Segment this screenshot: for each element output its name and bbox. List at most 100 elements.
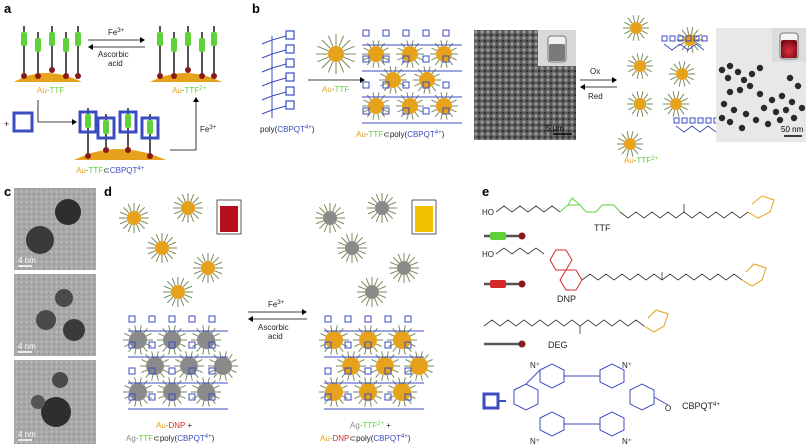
- network-au-particle: [413, 66, 441, 94]
- tem-particle: [720, 100, 728, 108]
- network-ring: [382, 81, 390, 89]
- d-right-line1: Ag·TTF2+ +: [350, 421, 391, 430]
- network-ring: [362, 29, 370, 37]
- free-au-dnp-particles: [119, 193, 223, 307]
- tem-image: 50 nm: [716, 28, 806, 142]
- hrtem-image-1: 4 nm: [14, 188, 96, 270]
- network-ring: [188, 367, 196, 375]
- n-plus-2: N⁺: [622, 361, 632, 370]
- arrow-ox-red: [580, 77, 617, 90]
- tem-particle: [742, 110, 750, 118]
- ag-ttf-particle: [357, 277, 387, 307]
- ttf-strand: [63, 32, 69, 79]
- arrow-assembly: [308, 77, 365, 83]
- red-label: Red: [588, 92, 603, 101]
- network-ring: [168, 341, 176, 349]
- tem-particle: [752, 116, 760, 124]
- network-ring: [344, 367, 352, 375]
- network-ring: [128, 367, 136, 375]
- network-particle: [319, 377, 349, 407]
- network-ring: [344, 315, 352, 323]
- network-ring: [128, 315, 136, 323]
- deg-ligand-structure: DEG: [483, 309, 669, 350]
- network-ring: [148, 367, 156, 375]
- network-au-particle: [362, 92, 390, 120]
- network-ring: [324, 315, 332, 323]
- fe3-label-a-bottom: Fe3+: [200, 125, 217, 134]
- poly-cbpqt-label: poly(CBPQT4+): [260, 125, 315, 134]
- tem-particle: [786, 74, 794, 82]
- ho-label-2: HO: [482, 250, 494, 259]
- network-ring: [364, 341, 372, 349]
- plus-sign-a: +: [4, 119, 9, 129]
- network-ring: [208, 393, 216, 401]
- network-particle: [208, 351, 238, 381]
- ag-ttf-particle: [315, 203, 345, 233]
- network-particle: [157, 377, 187, 407]
- network-ring: [364, 315, 372, 323]
- scale-bar-c1: 4 nm: [18, 256, 36, 265]
- poly-ring: [285, 100, 295, 110]
- network-ring: [324, 393, 332, 401]
- tem-particle: [726, 88, 734, 96]
- network-particle: [404, 351, 434, 381]
- network-ring: [168, 315, 176, 323]
- network-ring: [404, 341, 412, 349]
- network-particle: [370, 351, 400, 381]
- free-au-particle: [627, 53, 653, 79]
- network-ring: [384, 315, 392, 323]
- network-ring: [442, 107, 450, 115]
- tem-particle: [726, 118, 734, 126]
- network-ring: [208, 341, 216, 349]
- network-ring: [168, 393, 176, 401]
- free-au-particle: [627, 91, 653, 117]
- tem-particle: [718, 66, 726, 74]
- ttf-label-e: TTF: [594, 223, 611, 233]
- ascorbic-label-a-1: Ascorbic: [98, 50, 129, 59]
- free-polymer: [663, 43, 705, 51]
- composite-label-b: Au·TTF⊂poly(CBPQT4+): [356, 130, 445, 139]
- network-ring: [364, 367, 372, 375]
- network-ring: [442, 81, 450, 89]
- ascorbic-label-a-2: acid: [108, 59, 123, 68]
- network-ring: [404, 393, 412, 401]
- poly-ring: [285, 30, 295, 40]
- poly-ring: [285, 72, 295, 82]
- network-ring: [168, 367, 176, 375]
- ttf2-strand: [171, 32, 177, 79]
- au-surface-right: [150, 26, 222, 82]
- network-ring: [128, 393, 136, 401]
- tem-particle: [724, 74, 732, 82]
- ag-ttf-particle: [367, 193, 397, 223]
- network-ring: [404, 367, 412, 375]
- network-au-particle: [430, 92, 458, 120]
- scale-bar-sem: 5 μm: [546, 124, 564, 133]
- sem-image: 5 μm: [474, 30, 576, 140]
- network-ring: [442, 29, 450, 37]
- panel-letter-a: a: [4, 1, 12, 16]
- network-ring: [362, 81, 370, 89]
- tem-particle: [746, 82, 754, 90]
- hrtem-image-2: 4 nm: [14, 274, 96, 356]
- vial-yellow: [411, 199, 437, 235]
- free-ring: [669, 35, 676, 42]
- fe3-label-a-top: Fe3+: [108, 28, 125, 37]
- free-ring: [673, 117, 680, 124]
- rotaxane-strand: [118, 108, 138, 153]
- au-surface-bottom: [74, 108, 166, 160]
- scale-bar-c3: 4 nm: [18, 430, 36, 439]
- tem-particle: [740, 76, 748, 84]
- tem-particle: [736, 86, 744, 94]
- network-au-particle: [362, 40, 390, 68]
- ttf-strand: [21, 26, 27, 79]
- network-particle: [387, 377, 417, 407]
- n-plus-3: N⁺: [530, 437, 540, 446]
- network-ring: [208, 315, 216, 323]
- panel-letter-d: d: [104, 184, 112, 199]
- tem-particle: [756, 90, 764, 98]
- au-surface-left-dome: [14, 73, 82, 82]
- network-ring: [208, 367, 216, 375]
- d-left-line1: Au·DNP +: [156, 421, 192, 430]
- poly-ring: [285, 58, 295, 68]
- network-ring: [188, 315, 196, 323]
